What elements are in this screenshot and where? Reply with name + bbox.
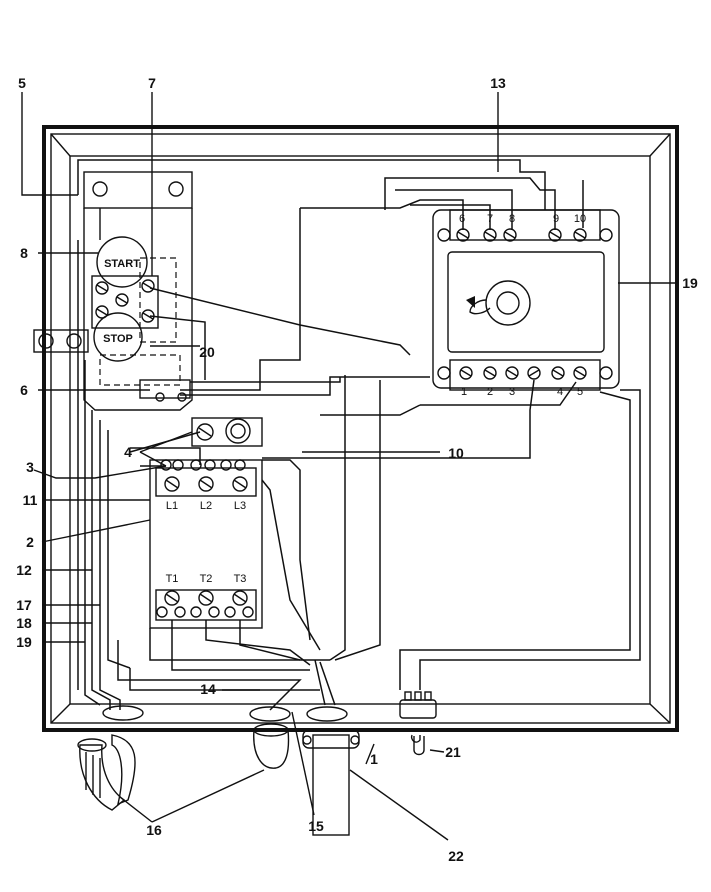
relay-terminal-9: 9 [553, 213, 559, 225]
callout-8: 8 [20, 245, 28, 261]
terminal-l1-label: L1 [166, 500, 178, 512]
callout-17: 17 [16, 597, 32, 613]
relay-terminal-1: 1 [461, 386, 467, 398]
callout-10: 10 [448, 445, 464, 461]
conduit-hubs [102, 705, 348, 722]
callout-16: 16 [146, 822, 162, 838]
wiring-harness [77, 159, 641, 711]
push-button-terminals [91, 257, 191, 402]
magnetic-contactor: L1 L2 L3 T1 T2 T3 [149, 459, 263, 629]
contactor-top-small-screws [160, 459, 246, 471]
callout-7: 7 [148, 75, 156, 91]
terminal-t1-label: T1 [166, 573, 179, 585]
control-relay: 6 7 8 9 10 1 2 3 4 5 [432, 209, 620, 398]
relay-top-screws [437, 228, 613, 242]
terminal-t2-label: T2 [200, 573, 213, 585]
relay-terminal-4: 4 [557, 386, 563, 398]
callout-14: 14 [200, 681, 216, 697]
relay-terminal-6: 6 [459, 213, 465, 225]
terminal-l2-label: L2 [200, 500, 212, 512]
callout-3: 3 [26, 459, 34, 475]
callout-15: 15 [308, 818, 324, 834]
callout-22: 22 [448, 848, 464, 864]
enclosure [42, 125, 679, 732]
callout-19-wire: 19 [16, 634, 32, 650]
relay-terminal-10: 10 [574, 213, 586, 225]
contactor-line-screws [164, 476, 248, 492]
relay-terminal-3: 3 [509, 386, 515, 398]
callout-6: 6 [20, 382, 28, 398]
leader-lines [21, 92, 678, 841]
callout-numbers: 5 7 13 8 19 20 6 4 10 3 11 2 12 17 18 19… [16, 75, 698, 864]
conduit-elbow-left [77, 734, 136, 811]
terminal-l3-label: L3 [234, 500, 246, 512]
callout-5: 5 [18, 75, 26, 91]
callout-12: 12 [16, 562, 32, 578]
callout-1: 1 [370, 751, 378, 767]
mounting-bracket [83, 171, 193, 411]
side-connector [33, 329, 89, 353]
sensor-block [399, 691, 437, 756]
callout-18: 18 [16, 615, 32, 631]
stop-push-button: STOP [93, 312, 143, 362]
stop-button-label: STOP [103, 333, 133, 345]
start-push-button: START [96, 236, 148, 288]
callout-19-relay: 19 [682, 275, 698, 291]
callout-13: 13 [490, 75, 506, 91]
callout-21: 21 [445, 744, 461, 760]
contactor-load-screws [156, 590, 254, 618]
callout-11: 11 [23, 492, 38, 508]
relay-terminal-2: 2 [487, 386, 493, 398]
relay-terminal-5: 5 [577, 386, 583, 398]
start-button-label: START [104, 258, 140, 270]
terminal-t3-label: T3 [234, 573, 247, 585]
terminal-block [191, 417, 263, 447]
straight-conduit [302, 729, 360, 836]
callout-2: 2 [26, 534, 34, 550]
conduit-elbow-middle [253, 723, 290, 769]
callout-20: 20 [199, 344, 215, 360]
relay-bottom-screws [437, 366, 613, 380]
callout-4: 4 [124, 444, 132, 460]
